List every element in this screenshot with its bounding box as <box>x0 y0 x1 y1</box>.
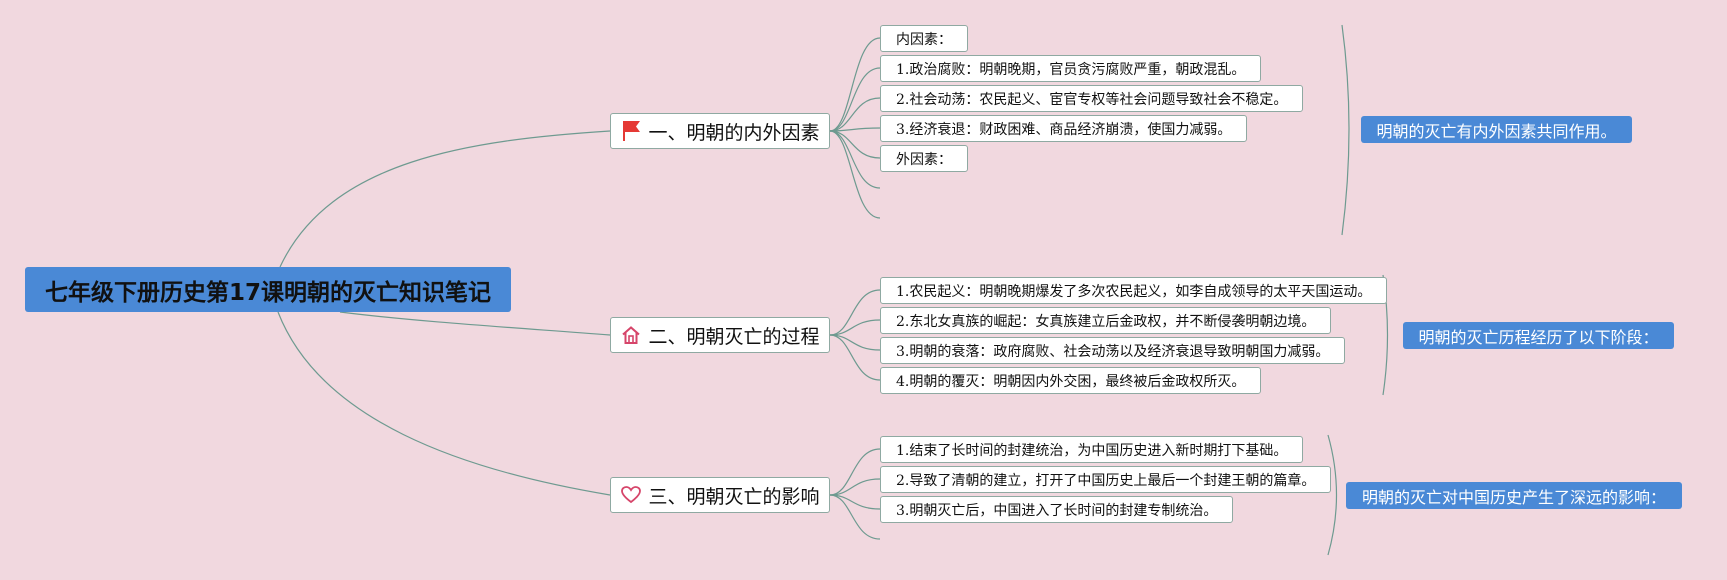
branch-leaf-link <box>829 130 881 219</box>
summary-bracket <box>1327 434 1338 556</box>
leaf-item[interactable]: 3.经济衰退：财政困难、商品经济崩溃，使国力减弱。 <box>880 115 1248 142</box>
branch-leaf-link <box>829 448 881 496</box>
branch-label: 一、明朝的内外因素 <box>648 121 820 144</box>
branch-internal-external-factors[interactable]: 一、明朝的内外因素 <box>610 113 830 149</box>
leaf-item[interactable]: 2.社会动荡：农民起义、宦官专权等社会问题导致社会不稳定。 <box>880 85 1304 112</box>
flag-icon <box>620 120 642 142</box>
branch-fall-impact[interactable]: 三、明朝灭亡的影响 <box>610 477 830 513</box>
leaf-item[interactable]: 1.政治腐败：明朝晚期，官员贪污腐败严重，朝政混乱。 <box>880 55 1262 82</box>
leaf-item[interactable]: 内因素： <box>880 25 968 52</box>
heart-icon <box>620 484 642 506</box>
leaf-item[interactable]: 3.明朝的衰落：政府腐败、社会动荡以及经济衰退导致明朝国力减弱。 <box>880 337 1346 364</box>
branch-label: 二、明朝灭亡的过程 <box>648 325 820 348</box>
summary-badge[interactable]: 明朝的灭亡对中国历史产生了深远的影响： <box>1346 482 1682 509</box>
branch-leaf-link <box>829 97 881 132</box>
summary-badge[interactable]: 明朝的灭亡历程经历了以下阶段： <box>1403 322 1674 349</box>
leaf-item[interactable]: 3.明朝灭亡后，中国进入了长时间的封建专制统治。 <box>880 496 1234 523</box>
branch-leaf-link <box>829 130 881 189</box>
summary-badge[interactable]: 明朝的灭亡有内外因素共同作用。 <box>1361 116 1632 143</box>
root-branch-link <box>277 311 611 496</box>
branch-leaf-link <box>829 494 881 540</box>
root-branch-link <box>339 311 611 336</box>
leaf-item[interactable]: 1.农民起义：明朝晚期爆发了多次农民起义，如李自成领导的太平天国运动。 <box>880 277 1388 304</box>
leaf-item[interactable]: 1.结束了长时间的封建统治，为中国历史进入新时期打下基础。 <box>880 436 1304 463</box>
branch-leaf-link <box>829 334 881 351</box>
leaf-item[interactable]: 2.东北女真族的崛起：女真族建立后金政权，并不断侵袭明朝边境。 <box>880 307 1332 334</box>
leaf-item[interactable]: 2.导致了清朝的建立，打开了中国历史上最后一个封建王朝的篇章。 <box>880 466 1332 493</box>
branch-leaf-link <box>829 67 881 132</box>
branch-leaf-link <box>829 37 881 132</box>
root-branch-link <box>279 130 611 268</box>
root-topic[interactable]: 七年级下册历史第17课明朝的灭亡知识笔记 <box>25 267 511 312</box>
leaf-item[interactable]: 4.明朝的覆灭：明朝因内外交困，最终被后金政权所灭。 <box>880 367 1262 394</box>
home-icon <box>620 324 642 346</box>
branch-leaf-link <box>829 478 881 496</box>
branch-leaf-link <box>829 289 881 336</box>
branch-leaf-link <box>829 334 881 381</box>
branch-fall-process[interactable]: 二、明朝灭亡的过程 <box>610 317 830 353</box>
summary-bracket <box>1341 24 1350 236</box>
branch-label: 三、明朝灭亡的影响 <box>648 485 820 508</box>
branch-leaf-link <box>829 319 881 336</box>
leaf-item[interactable]: 外因素： <box>880 145 968 172</box>
